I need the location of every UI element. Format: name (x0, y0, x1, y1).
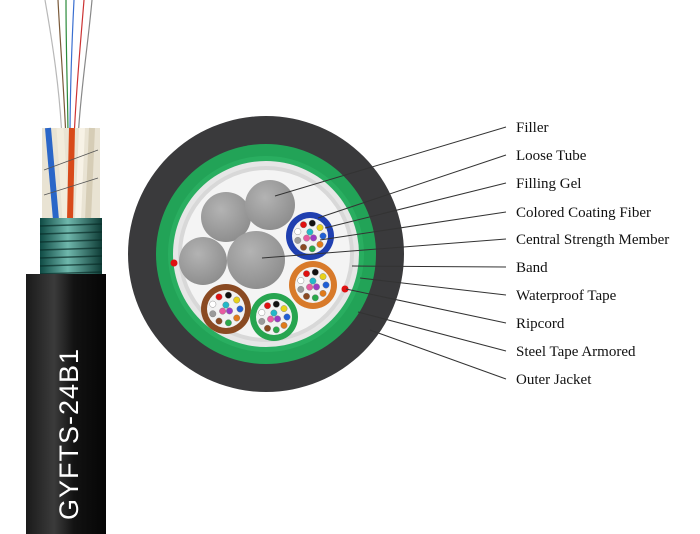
ripcord-right (341, 285, 349, 293)
colored-fiber (310, 234, 317, 242)
colored-fiber (300, 243, 307, 251)
colored-fiber (306, 228, 314, 236)
leader-lines (261, 126, 507, 380)
label-waterproof-tape: Waterproof Tape (516, 288, 617, 304)
colored-fiber (319, 232, 327, 240)
filler-top (245, 180, 295, 230)
colored-fiber (283, 313, 291, 321)
exposed-fibers (44, 0, 93, 141)
loose-tube-orange (289, 261, 337, 309)
label-band: Band (516, 260, 548, 276)
loose-tubes (201, 212, 337, 341)
colored-fiber (233, 314, 241, 322)
colored-fiber (274, 315, 281, 323)
label-filler: Filler (516, 120, 549, 136)
colored-fiber (219, 307, 227, 315)
armor-section (39, 218, 103, 278)
colored-fiber (222, 301, 230, 309)
leader-line (345, 288, 507, 324)
colored-fiber (258, 309, 266, 316)
label-central-strength-member: Central Strength Member (516, 232, 669, 248)
colored-fiber (272, 300, 280, 308)
colored-fiber (224, 291, 232, 299)
leader-line (357, 311, 507, 352)
label-outer-jacket: Outer Jacket (516, 372, 592, 388)
loose-tube-brown (201, 284, 251, 334)
colored-fiber (267, 315, 274, 323)
cable-side-view: GYFTS-24B1 (26, 0, 106, 534)
filler-left (179, 237, 227, 285)
cross-section (128, 116, 404, 392)
colored-fiber (264, 302, 271, 310)
leader-line (261, 238, 507, 259)
leader-line (324, 182, 507, 229)
label-loose-tube: Loose Tube (516, 148, 587, 164)
colored-fiber (280, 305, 288, 312)
colored-fiber (311, 294, 319, 302)
colored-fiber (272, 326, 280, 334)
colored-fiber (233, 296, 241, 304)
loose-tube-green (250, 293, 298, 341)
colored-fiber (215, 293, 223, 301)
colored-fiber (300, 221, 307, 229)
colored-fiber (297, 285, 305, 293)
colored-fiber (258, 317, 266, 325)
central-strength-member (227, 231, 285, 289)
leader-line (369, 329, 507, 380)
label-steel-tape-armored: Steel Tape Armored (516, 344, 636, 360)
colored-fiber (236, 305, 244, 313)
colored-fiber (308, 245, 316, 253)
colored-fiber (322, 281, 330, 289)
label-filling-gel: Filling Gel (516, 176, 581, 192)
label-ripcord: Ripcord (516, 316, 565, 332)
colored-fiber (209, 310, 217, 318)
ripcord-left (170, 259, 178, 267)
colored-fiber (309, 277, 317, 285)
colored-fiber (316, 224, 324, 232)
filler-top-left (201, 192, 251, 242)
colored-fiber (294, 236, 302, 244)
colored-fiber (297, 277, 305, 284)
colored-fiber (311, 268, 319, 276)
leader-line (359, 277, 507, 296)
cable-model-text: GYFTS-24B1 (54, 348, 84, 520)
leader-line (351, 265, 507, 268)
loose-tube-blue (286, 212, 334, 260)
colored-fiber (264, 324, 271, 332)
colored-fiber (224, 319, 232, 327)
colored-fiber (316, 240, 324, 248)
colored-fiber (303, 234, 310, 242)
label-colored-coating-fiber: Colored Coating Fiber (516, 205, 651, 221)
colored-fiber (319, 273, 327, 280)
cable-jacket (26, 274, 106, 534)
loose-tube-bundle (42, 127, 100, 221)
leader-line (319, 211, 507, 241)
colored-fiber (308, 219, 316, 227)
leader-line (274, 126, 507, 197)
colored-fiber (270, 309, 278, 317)
colored-fiber (294, 228, 302, 236)
colored-fiber (303, 292, 310, 300)
colored-fiber (215, 317, 223, 325)
leader-line (317, 154, 507, 219)
colored-fiber (226, 307, 233, 315)
colored-fiber (319, 289, 327, 297)
colored-fiber (280, 321, 288, 329)
colored-fiber (209, 300, 217, 308)
colored-fiber (313, 283, 320, 291)
colored-fiber (303, 270, 310, 278)
colored-fiber (306, 283, 313, 291)
